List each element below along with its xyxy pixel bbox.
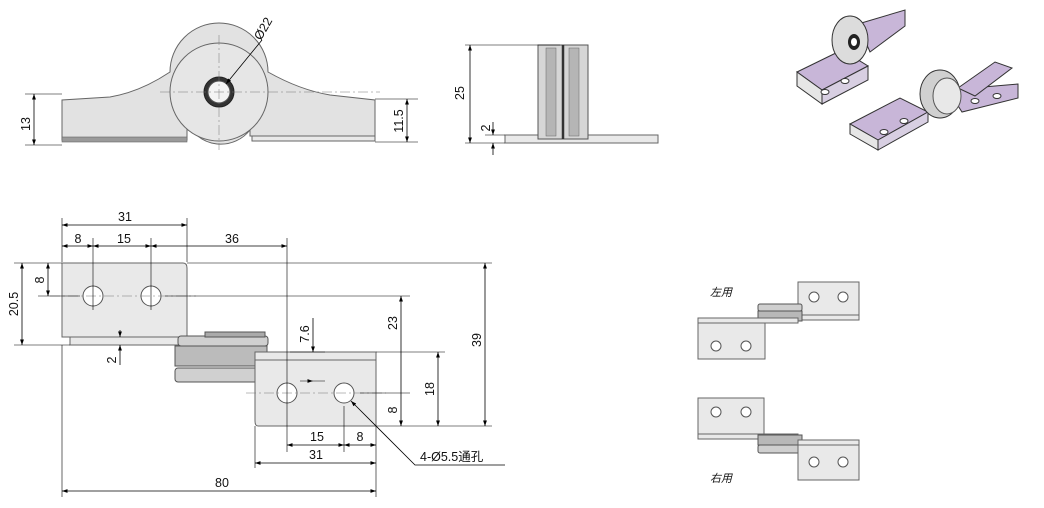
variant-right-lower-leaf (797, 444, 860, 481)
variant-right-hole-4 (837, 456, 849, 468)
iso-right-knuckle-face (932, 77, 962, 115)
top-view-d36-label: 36 (225, 232, 239, 246)
iso-left-leaf-front (821, 65, 869, 105)
side-view-washer-left (545, 47, 557, 137)
side-view: 25 2 (453, 44, 659, 155)
top-view-hole-note-leader (350, 400, 505, 466)
variant-right-hole-2 (740, 406, 752, 418)
top-view-d8-bottom-label: 8 (357, 430, 364, 444)
top-view-right-leaf (254, 359, 377, 427)
variant-left-hole-2 (837, 291, 849, 303)
front-view-left-leaf-edge (61, 136, 188, 143)
side-view-height-label: 25 (453, 86, 467, 100)
variant-left-lower-edge (697, 317, 799, 324)
top-view-barrel (174, 345, 268, 367)
variant-left: 左用 (697, 281, 860, 360)
top-view-d8-top-label: 8 (75, 232, 82, 246)
iso-left-hole-1 (820, 89, 830, 95)
side-view-washer-right (568, 47, 580, 137)
iso-right-hole-3 (970, 98, 980, 104)
top-view-d8-left-label: 8 (33, 276, 47, 283)
top-view-d20-5-label: 20.5 (7, 292, 21, 316)
top-view-d2-label: 2 (105, 356, 119, 363)
variant-right-barrel (757, 434, 803, 446)
iso-right-hole-4 (992, 93, 1002, 99)
top-view-d31-bottom-label: 31 (309, 448, 323, 462)
variant-right-hole-3 (808, 456, 820, 468)
side-view-thickness-label: 2 (479, 124, 493, 131)
variant-left-hole-3 (710, 340, 722, 352)
top-view-left-leaf-edge (69, 336, 196, 346)
top-view-washer (204, 331, 266, 338)
iso-right-hole-1 (879, 129, 889, 135)
top-view-d80-label: 80 (215, 476, 229, 490)
isometric-view (796, 9, 1019, 151)
top-view-d8-right-label: 8 (386, 406, 400, 413)
top-view-d18-label: 18 (423, 382, 437, 396)
variant-left-upper-edge (797, 314, 860, 321)
iso-left-hole-2 (840, 78, 850, 84)
variant-right-lower-edge (797, 439, 860, 446)
variant-left-hole-1 (808, 291, 820, 303)
variant-right-upper-leaf (697, 397, 765, 435)
variant-right-barrel-bottom (757, 444, 803, 454)
top-view-d15-bottom-label: 15 (310, 430, 324, 444)
top-view-hole-note-label: 4-Ø5.5通孔 (420, 450, 484, 464)
front-view-right-leaf-edge (251, 135, 376, 142)
top-view-right-leaf-edge (254, 351, 377, 361)
top-view-d39-label: 39 (470, 333, 484, 347)
top-view-d23-label: 23 (386, 316, 400, 330)
variant-left-upper-leaf (797, 281, 860, 316)
variant-left-hole-4 (740, 340, 752, 352)
variant-right-label: 右用 (710, 472, 733, 485)
variant-right-hole-1 (710, 406, 722, 418)
front-view-height-left-label: 13 (19, 117, 33, 131)
top-view: 31 8 15 36 8 20.5 2 7.6 23 (7, 210, 505, 497)
variant-left-barrel-top (757, 303, 803, 312)
top-view-barrel-bottom (174, 367, 268, 383)
variant-right: 右用 (697, 397, 860, 485)
iso-left-pin-hole (851, 38, 857, 46)
variant-left-label: 左用 (710, 286, 733, 299)
front-view-dia-leader (225, 39, 263, 85)
top-view-d15-top-label: 15 (117, 232, 131, 246)
top-view-left-leaf (61, 262, 188, 338)
front-view-dia-label: Ø22 (251, 15, 275, 43)
variant-left-lower-leaf (697, 322, 766, 360)
front-view-height-right-label: 11.5 (392, 109, 406, 132)
iso-right-hole-2 (899, 118, 909, 124)
iso-right-upper-leaf-top (957, 61, 1014, 97)
top-view-d7-6-label: 7.6 (298, 325, 312, 342)
top-view-d31-top-label: 31 (118, 210, 132, 224)
front-view: Ø22 13 11.5 (19, 15, 418, 150)
